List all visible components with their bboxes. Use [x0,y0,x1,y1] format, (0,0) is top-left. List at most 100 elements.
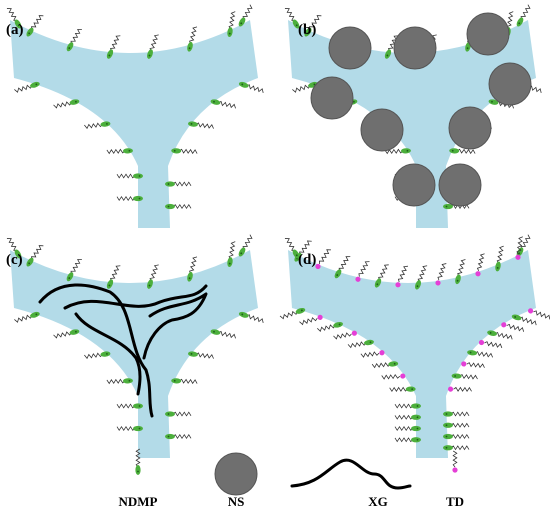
ndmp-molecule [106,148,133,155]
ndmp-molecule [238,234,253,257]
ndmp-molecule [84,351,111,360]
ndmp-molecule [227,11,236,38]
ndmp-molecule [317,322,343,332]
ndmp-molecule [384,148,411,155]
td-molecule [452,450,458,473]
ndmp-molecule [187,26,198,52]
panel-c: (c) [6,234,264,458]
xg-icon [290,458,412,490]
ndmp-molecule [443,422,470,428]
ndmp-molecule [165,203,192,210]
ndmp-molecule [187,351,214,359]
ndmp-molecule [284,238,300,259]
ndmp-molecule [66,28,82,52]
ndmp-molecule [171,378,198,385]
ndmp-molecules [6,234,264,440]
panel-b: (b) [284,4,542,228]
ndmp-molecule [147,34,159,59]
ns-particle [488,62,532,106]
ndmp-molecule [347,339,374,349]
td-molecules [299,236,550,392]
ndmp-molecule [389,386,416,393]
ndmp-molecule [238,81,264,93]
panel-label-a: (a) [6,22,24,38]
ns-particle [393,26,437,70]
td-molecule [435,263,447,286]
pore-channel [288,250,536,458]
legend-item-td: TD [446,450,464,509]
ns-particle [438,163,482,207]
ndmp-molecule [511,314,537,326]
td-molecule [315,249,332,270]
ndmp-molecule [238,311,264,323]
ndmp-molecule [171,148,198,155]
ndmp-molecule [187,121,214,129]
panel-d: (d) [279,234,550,458]
ndmp-molecule [84,121,111,130]
ndmp-molecules [6,4,264,210]
ndmp-molecule [165,433,192,440]
ndmp-molecule [14,81,40,93]
ndmp-molecule [147,264,159,289]
td-molecule [478,339,503,349]
ndmp-molecule [106,378,133,385]
ndmp-molecule [106,35,121,59]
xg-chain [38,283,154,418]
ndmp-molecule [53,99,80,109]
ndmp-molecule [487,330,513,340]
legend-label-ndmp: NDMP [119,494,158,509]
ndmp-molecule [106,265,121,289]
td-icon [452,450,458,473]
td-molecule [527,308,550,320]
ndmp-molecule [451,373,478,380]
ndmp-molecule [135,448,141,475]
ndmp-molecule [53,329,80,339]
ns-particle [392,163,436,207]
ndmp-molecule [443,203,470,210]
ndmp-molecule [279,307,306,320]
ndmp-molecule [455,259,466,285]
ndmp-molecule [394,425,421,432]
panel-a: (a) [6,4,264,228]
ns-particle [310,76,354,120]
ndmp-molecule [374,264,389,288]
ndmp-molecule [414,265,428,290]
legend-label-td: TD [446,494,464,509]
ns-particle [328,26,372,70]
ndmp-molecule [116,173,143,179]
ndmp-molecule [165,411,192,417]
ns-icon [214,452,258,496]
ndmp-molecule [394,437,421,443]
xg-chain [74,312,142,396]
legend-item-xg: XG [290,458,412,509]
legend-item-ns: NS [214,452,258,509]
ndmp-molecule [14,311,40,323]
td-molecule [299,314,323,326]
ndmp-molecule [449,148,476,155]
xg-chains [38,283,208,418]
td-molecule [395,265,409,288]
ndmp-molecule [394,403,421,409]
ndmp-molecule [394,414,421,420]
legend: NDMP NS XG TD [119,448,464,509]
ns-particle [466,12,510,56]
ns-particle [360,108,404,152]
td-molecule [501,322,525,332]
ns-particles [310,12,532,207]
td-molecule [447,386,472,392]
ndmp-molecule [334,256,351,279]
ndmp-molecule [443,433,470,440]
legend-label-ns: NS [228,494,245,509]
ndmp-molecule [467,350,493,358]
xg-chain [142,292,208,360]
ndmp-molecule [238,4,253,27]
ndmp-molecule [210,99,236,109]
legend-label-xg: XG [368,494,388,509]
legend-item-ndmp: NDMP [119,448,158,509]
pore-channel [10,20,258,228]
ndmp-icon [135,448,141,475]
ndmp-molecule [165,181,192,187]
ndmp-molecule [443,445,470,451]
td-molecule [461,361,485,369]
